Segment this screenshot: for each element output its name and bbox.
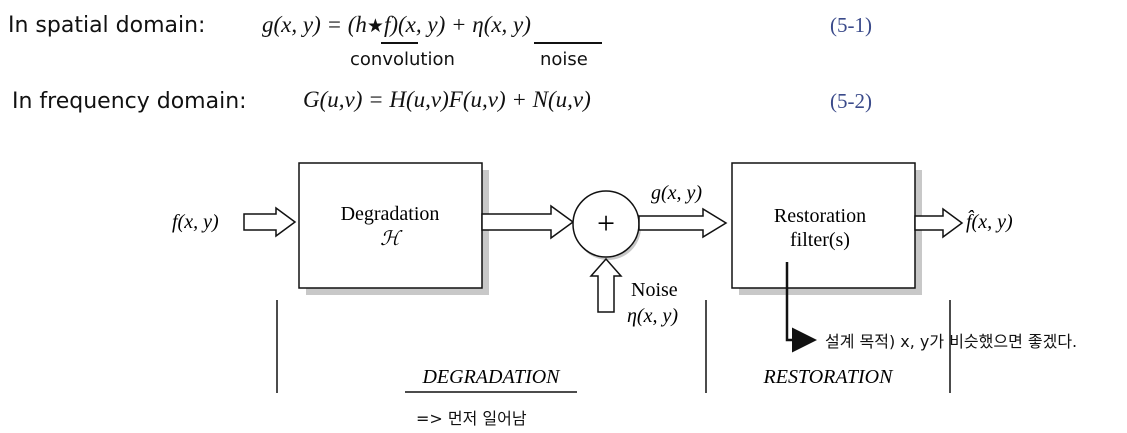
noise-input-label: Noise xyxy=(631,279,678,301)
input-signal-label: f(x, y) xyxy=(172,211,219,233)
output-arrow xyxy=(914,207,964,239)
spatial-equation: g(x, y) = (h★f)(x, y) + η(x, y) xyxy=(262,12,531,38)
spatial-eq-rhs: f)(x, y) + xyxy=(383,12,473,37)
degraded-signal-arrow xyxy=(638,207,728,239)
degraded-signal-label: g(x, y) xyxy=(651,182,702,204)
equation-number-5-1: (5-1) xyxy=(830,13,872,37)
restoration-subtitle: filter(s) xyxy=(790,229,850,251)
adder-symbol: + xyxy=(597,205,615,241)
noise-term: η(x, y) xyxy=(472,12,531,37)
output-signal-label: f̂(x, y) xyxy=(966,209,1013,233)
spatial-eq-lhs: g(x, y) = (h xyxy=(262,12,367,37)
input-arrow xyxy=(243,206,297,238)
occurs-first-annotation: => 먼저 일어남 xyxy=(416,409,527,428)
frequency-domain-label: In frequency domain: xyxy=(12,89,247,114)
noise-label: noise xyxy=(540,49,588,70)
noise-input-arrow xyxy=(589,257,623,313)
equation-number-5-2: (5-2) xyxy=(830,89,872,113)
degradation-output-arrow xyxy=(481,204,575,240)
design-goal-annotation: 설계 목적) x, y가 비슷했으면 좋겠다. xyxy=(825,332,1078,351)
degradation-box xyxy=(298,162,483,289)
noise-underline xyxy=(534,42,602,44)
degradation-title: Degradation xyxy=(341,203,440,225)
degradation-symbol: ℋ xyxy=(380,228,403,250)
section-degradation-label: DEGRADATION xyxy=(421,366,561,388)
frequency-equation: G(u,v) = H(u,v)F(u,v) + N(u,v) xyxy=(303,87,591,112)
convolution-label: convolution xyxy=(350,49,455,70)
star-operator: ★ xyxy=(366,16,384,37)
convolution-underline xyxy=(381,42,418,44)
design-goal-pointer xyxy=(785,262,817,353)
restoration-box xyxy=(731,162,916,289)
section-restoration-label: RESTORATION xyxy=(763,366,895,388)
restoration-title: Restoration xyxy=(774,205,866,227)
spatial-domain-label: In spatial domain: xyxy=(8,13,206,38)
noise-input-symbol: η(x, y) xyxy=(627,305,678,327)
